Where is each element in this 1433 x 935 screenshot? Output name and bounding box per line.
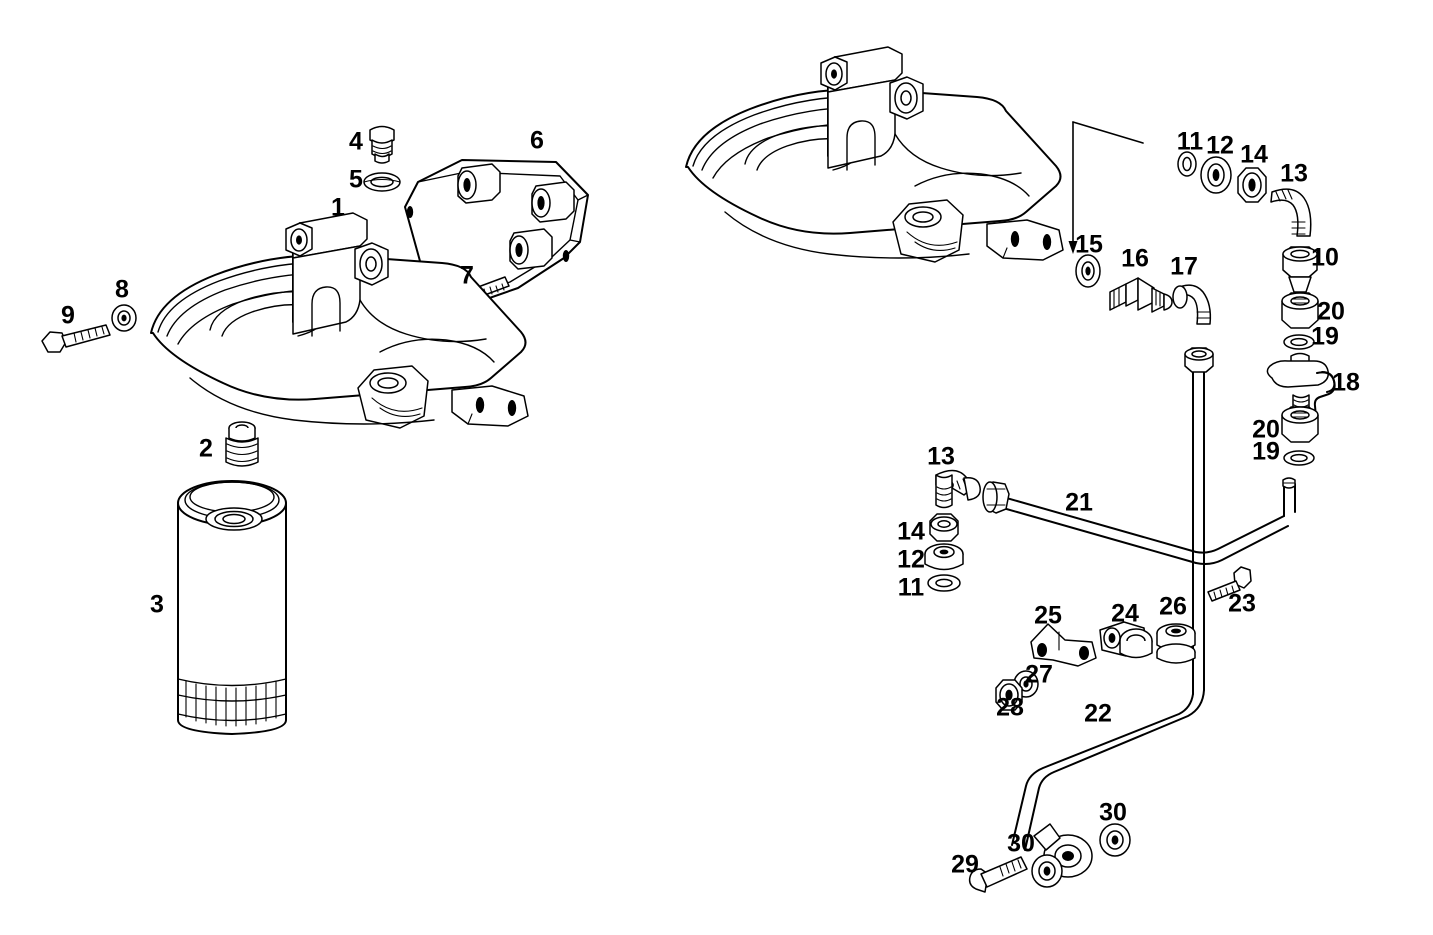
threaded-nipple-2: [225, 421, 259, 467]
callout-threaded-nipple: 2: [199, 435, 213, 463]
callout-bushing-upper: 12: [1206, 132, 1234, 160]
oil-filter-housing-1: [150, 212, 529, 429]
line-clamp-24: [1099, 621, 1153, 659]
housing-boss-upper-left: [285, 222, 313, 257]
callout-seal-ring-30-right: 30: [1099, 799, 1127, 827]
callout-mounting-bracket: 6: [530, 127, 544, 155]
bushing-12-upper: [1200, 156, 1232, 194]
callout-bolt-housing: 9: [61, 302, 75, 330]
oil-filter-cartridge-3: [177, 480, 287, 735]
callout-seal-ring-thin-lower: 11: [898, 574, 925, 602]
grommet-26: [1156, 623, 1196, 664]
angle-bracket-25: [1030, 623, 1097, 667]
plug-4: [369, 125, 395, 164]
bushing-12-lower: [924, 543, 964, 571]
union-nut-20-lower: [1281, 406, 1319, 443]
callout-bolt-clamp: 23: [1228, 590, 1256, 618]
callout-banjo-bolt: 29: [951, 851, 979, 879]
elbow-fitting-13-upper: [1270, 188, 1312, 237]
union-nut-20-upper: [1281, 292, 1319, 329]
bolt-9: [41, 324, 111, 353]
housing-mounting-ear: [451, 385, 529, 427]
oil-line-21: [982, 477, 1296, 565]
right-housing-boss-upper-left: [820, 56, 848, 91]
seal-ring-11-lower: [927, 574, 961, 592]
right-housing-boss-centre: [892, 199, 964, 263]
callout-angle-bracket: 25: [1034, 602, 1062, 630]
callout-union-nut-upper: 10: [1311, 244, 1339, 272]
callout-hex-nut-lower: 14: [897, 518, 925, 546]
callout-nut-bracket: 28: [996, 694, 1024, 722]
oil-line-22: [1011, 347, 1214, 878]
bracket-boss-2: [531, 181, 575, 223]
callout-grommet-bushing: 26: [1159, 593, 1187, 621]
screw-in-connector-16: [1109, 277, 1173, 313]
hex-nut-14-upper: [1237, 167, 1267, 203]
callout-seal-ring-thin-upper: 11: [1177, 128, 1204, 156]
seal-ring-15: [1075, 254, 1101, 288]
banjo-bolt-29: [968, 856, 1028, 893]
callout-plug: 4: [349, 128, 363, 156]
callout-oil-line-lower: 22: [1084, 700, 1112, 728]
bracket-boss-3: [509, 228, 553, 270]
callout-seal-ring-19-upper: 19: [1311, 323, 1339, 351]
bolt-23: [1207, 566, 1252, 602]
sealing-ring-5: [363, 172, 401, 192]
union-nut-10: [1282, 246, 1318, 293]
callout-hex-nut-upper: 14: [1240, 141, 1268, 169]
elbow-fitting-13-lower: [935, 469, 981, 509]
bracket-boss-1: [457, 163, 501, 204]
callout-oil-line-upper: 21: [1065, 489, 1093, 517]
callout-seal-ring-19-lower: 19: [1252, 438, 1280, 466]
oil-filter-housing-right: [685, 46, 1064, 263]
callout-sealing-ring-plug: 5: [349, 166, 363, 194]
callout-union-nut-20-lower: 20: [1252, 416, 1280, 444]
callout-oil-filter-housing-left: 1: [331, 194, 345, 222]
callout-elbow-fitting-upper: 13: [1280, 160, 1308, 188]
line-21-union-nut: [982, 481, 1010, 514]
nut-28: [995, 679, 1023, 711]
callout-screw-in-connector: 16: [1121, 245, 1149, 273]
callout-oil-filter-cartridge: 3: [150, 591, 164, 619]
callout-washer-bracket: 27: [1025, 661, 1053, 689]
callout-bushing-lower: 12: [897, 546, 925, 574]
callout-union-nut-20-upper: 20: [1317, 298, 1345, 326]
right-housing-boss-upper-right: [889, 76, 924, 120]
left-assembly: [41, 125, 589, 735]
leader-line-15: [1068, 121, 1144, 254]
elbow-fitting-17: [1172, 284, 1212, 325]
callout-seal-ring-30-left: 30: [1007, 830, 1035, 858]
callout-hose-clip-fitting: 18: [1332, 369, 1360, 397]
right-assembly: [685, 46, 1336, 893]
line-22-top-nut: [1184, 347, 1214, 373]
seal-ring-30-right: [1099, 823, 1131, 857]
callout-washer-housing-bolt: 8: [115, 276, 129, 304]
callout-seal-ring-15: 15: [1075, 231, 1103, 259]
seal-ring-30-left: [1031, 854, 1063, 888]
callout-line-clamp-double: 24: [1111, 600, 1139, 628]
filter-knurl: [185, 680, 277, 727]
seal-ring-11-upper: [1177, 151, 1197, 177]
hex-nut-14-lower: [929, 513, 959, 542]
right-housing-mounting-ear: [986, 219, 1064, 261]
callout-bolt-bracket: 7: [460, 262, 474, 290]
callout-elbow-fitting-lower: 13: [927, 443, 955, 471]
housing-boss-upper-right: [354, 242, 389, 286]
seal-ring-19-lower: [1283, 450, 1315, 466]
seal-ring-19-upper: [1283, 334, 1315, 350]
housing-boss-centre: [357, 365, 429, 429]
callout-elbow-fitting-17: 17: [1170, 253, 1198, 281]
washer-8: [111, 304, 137, 332]
